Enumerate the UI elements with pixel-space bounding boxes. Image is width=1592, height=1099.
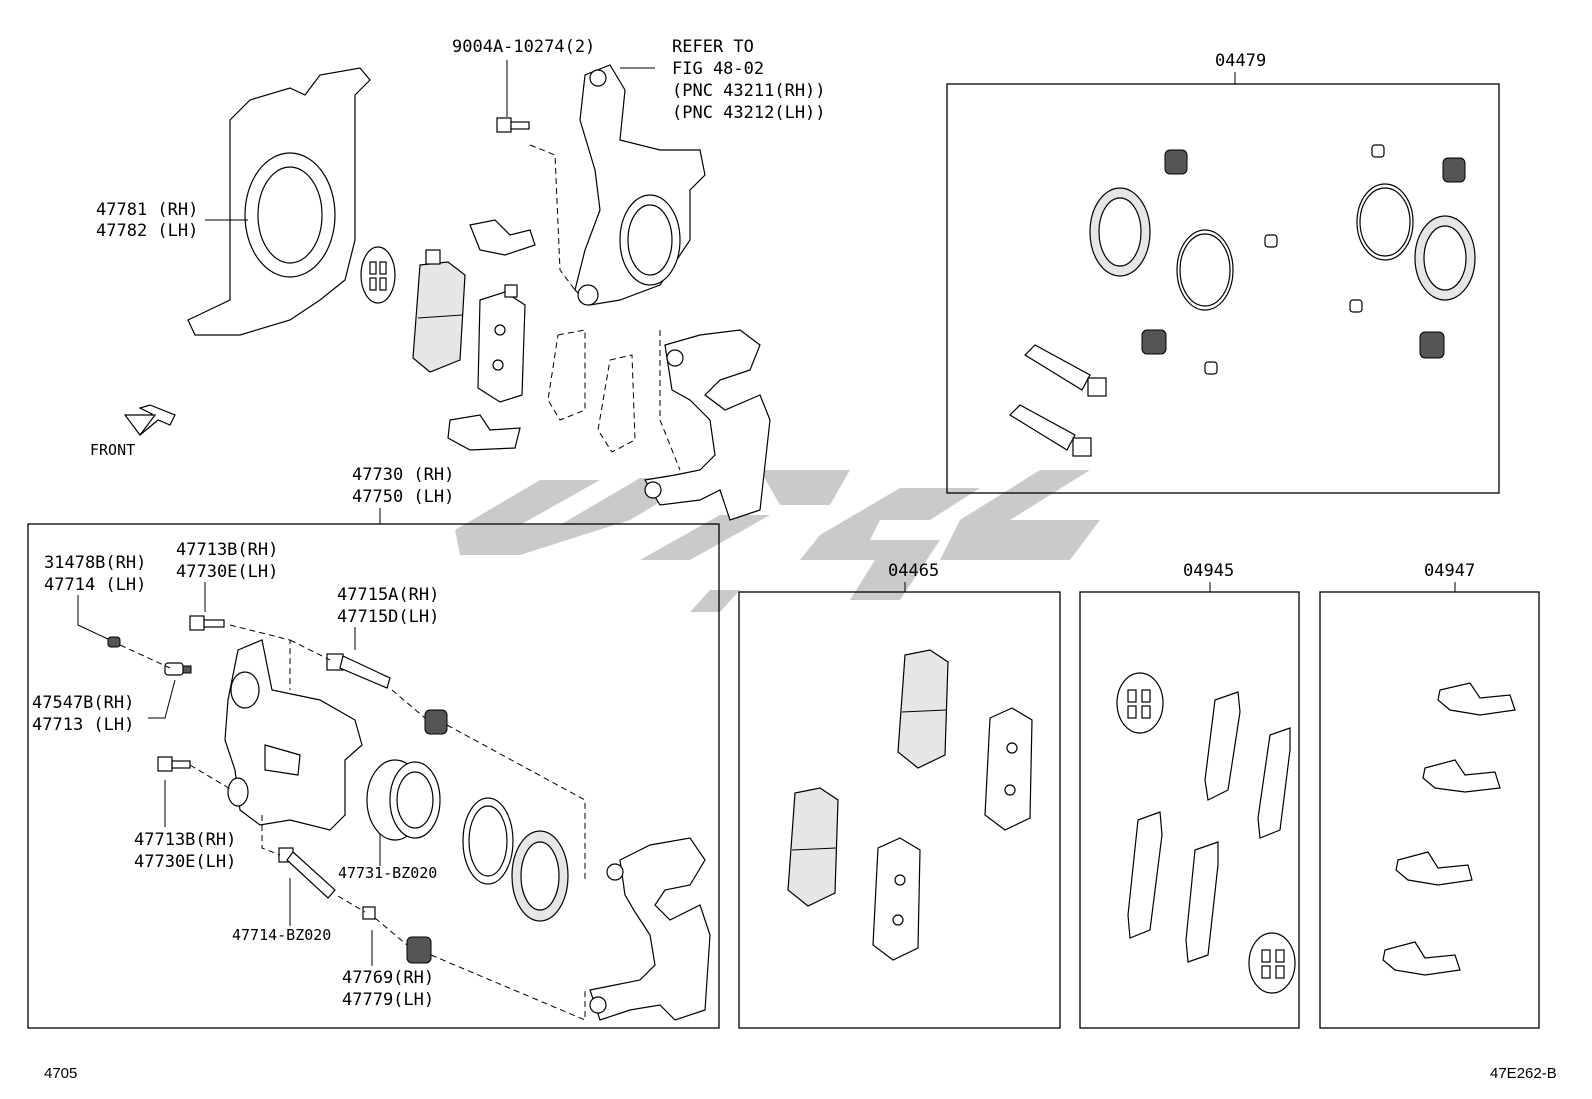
refer-label-4: (PNC 43212(LH)) [672,103,826,123]
watermark-logo [455,470,1100,612]
shim-part [360,246,396,304]
label-47730e-bot-lh: 47730E(LH) [134,852,236,872]
kit-04479-label: 04479 [1215,51,1266,71]
anti-squeal-shim-part [597,354,636,453]
label-47547b-rh: 47547B(RH) [32,693,134,713]
label-31478b-rh: 31478B(RH) [44,553,146,573]
piston-part [366,759,441,841]
refer-label-3: (PNC 43211(RH)) [672,81,826,101]
label-47713b-bot-rh: 47713B(RH) [134,830,236,850]
label-47731-bz020: 47731-BZ020 [338,864,437,882]
kit-04945-box [1079,591,1300,1029]
front-label: FRONT [90,441,135,459]
kit-04465-box [738,591,1061,1029]
label-47713b-top-rh: 47713B(RH) [176,540,278,560]
grease-tube-icon [1024,344,1107,397]
shield-label-rh: 47781 (RH) [96,200,198,220]
label-47715d-lh: 47715D(LH) [337,607,439,627]
kit-04947-label: 04947 [1424,561,1475,581]
kit-04479-box [946,83,1500,494]
caliper-mount-bracket-part [644,329,771,521]
bolt-part [496,117,530,133]
label-47714-bz020: 47714-BZ020 [232,926,331,944]
bleeder-plug-part [164,662,192,676]
caliper-bolt-bottom-part [157,756,191,772]
label-47715a-rh: 47715A(RH) [337,585,439,605]
caliper-assy-label-rh: 47730 (RH) [352,465,454,485]
shield-label-lh: 47782 (LH) [96,221,198,241]
refer-label-2: FIG 48-02 [672,59,764,79]
grease-tube-icon [1009,404,1092,457]
boot-part [1419,331,1445,359]
kit-04945-label: 04945 [1183,561,1234,581]
anti-squeal-shim-part [547,329,586,421]
bolt-top-label: 9004A-10274(2) [452,37,595,57]
bushing-part [362,906,376,920]
bleeder-cap-part [107,636,121,648]
pin-boot-upper-part [424,709,448,735]
caliper-mount-lower-part [589,837,711,1021]
boot-part [1141,329,1167,355]
pad-support-clip-part [469,219,536,256]
label-47779-lh: 47779(LH) [342,990,434,1010]
kit-04479-parts [1009,144,1476,457]
kit-04465-label: 04465 [888,561,939,581]
brake-pad-part [412,249,466,373]
kit-04945-parts [1116,672,1296,994]
refer-label-1: REFER TO [672,37,754,57]
label-47769-rh: 47769(RH) [342,968,434,988]
boot-part [1442,157,1466,183]
kit-04465-parts [787,649,1033,961]
kit-04947-parts [1382,682,1516,976]
label-47713-lh: 47713 (LH) [32,715,134,735]
pin-boot-lower-part [406,936,432,964]
page-number-label: 4705 [44,1065,77,1082]
caliper-assy-label-lh: 47750 (LH) [352,487,454,507]
label-47730e-top-lh: 47730E(LH) [176,562,278,582]
caliper-body-part [224,639,363,831]
kit-04947-box [1319,591,1540,1029]
caliper-assembly-box [27,523,720,1029]
figure-code-label: 47E262-B [1490,1065,1557,1082]
guide-pin-lower-part [278,847,336,899]
pad-support-clip-part [447,414,521,451]
brake-pad-backing-part [477,284,526,403]
steering-knuckle-part [574,64,706,306]
dust-shield-part [187,67,371,336]
label-47714-lh: 47714 (LH) [44,575,146,595]
boot-part [1164,149,1188,175]
front-arrow-icon [123,404,176,436]
guide-pin-part [326,653,391,689]
caliper-bolt-top-part [189,615,225,631]
